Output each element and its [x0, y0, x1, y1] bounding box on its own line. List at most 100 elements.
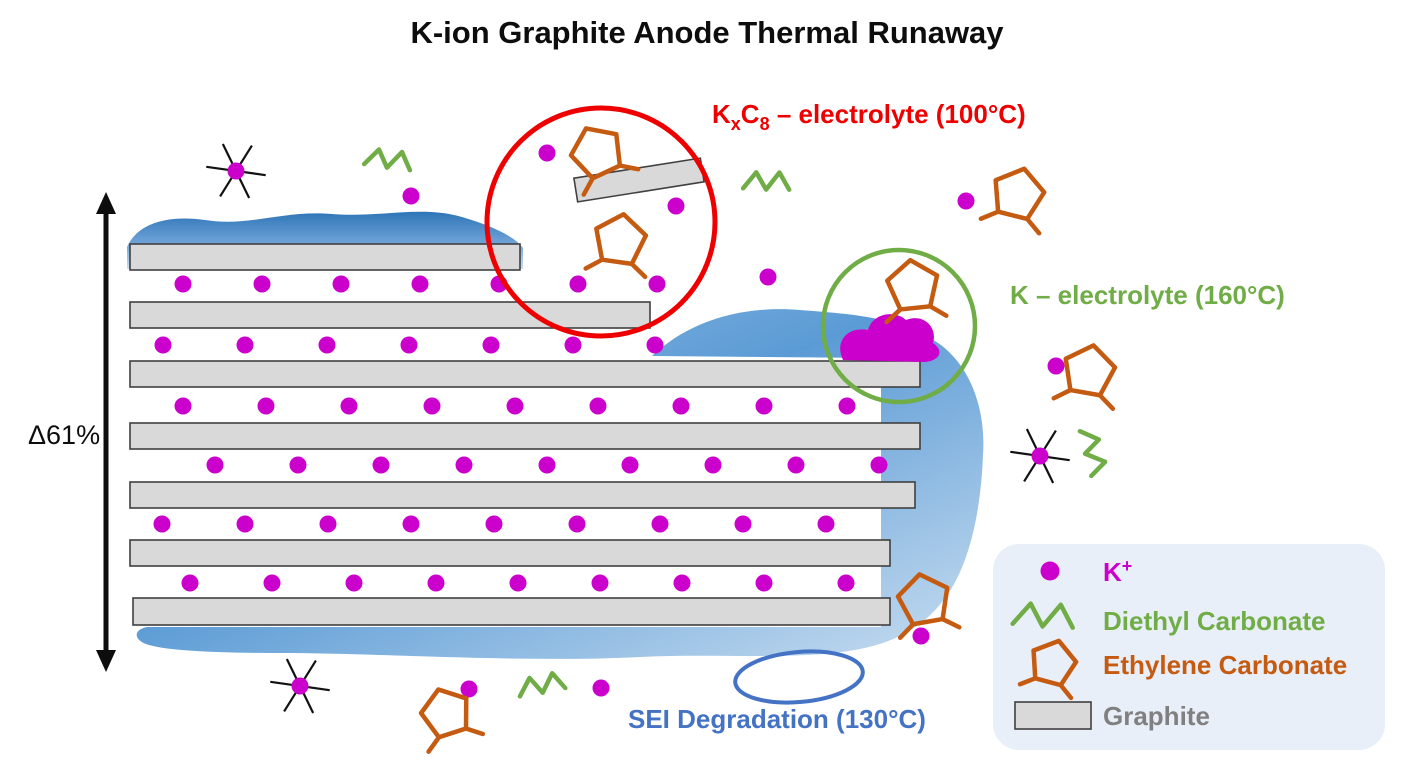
annotation-circle-kxc8 [484, 105, 718, 339]
k-ion-dot [427, 574, 445, 592]
ethylene-carbonate-icon [1017, 638, 1079, 701]
k-ion-dot [206, 456, 224, 474]
k-ion-dot [289, 456, 307, 474]
k-ion-dot [651, 515, 669, 533]
k-ion-dot [1047, 357, 1065, 375]
k-ion-dot [870, 456, 888, 474]
graphite-layer [129, 301, 651, 329]
expansion-label: Δ61% [28, 420, 100, 450]
ethylene-carbonate-icon [418, 687, 486, 754]
ethylene-carbonate-icon [884, 257, 949, 325]
graphite-layer [129, 481, 916, 509]
diethyl-carbonate-icon [361, 147, 413, 173]
k-ion-dot [667, 197, 685, 215]
k-ion-dot [319, 515, 337, 533]
k-ion-dot [838, 397, 856, 415]
sei-degradation-label: SEI Degradation (130°C) [628, 704, 926, 734]
k-ion-dot [1031, 447, 1049, 465]
k-ion-dot [236, 336, 254, 354]
expansion-arrowhead-bottom [96, 650, 116, 672]
k-ion-dot [236, 515, 254, 533]
k-ion-dot [672, 397, 690, 415]
k-ion-dot [568, 515, 586, 533]
k-ion-dot [402, 187, 420, 205]
legend: K+ Diethyl Carbonate Ethylene Carbonate … [993, 544, 1385, 750]
ethylene-carbonate-icon [583, 212, 649, 280]
k-ion-dot [318, 336, 336, 354]
k-ion-dot [455, 456, 473, 474]
k-ion-dots [153, 144, 1065, 698]
k-ion-dot [538, 456, 556, 474]
expansion-arrow [96, 192, 116, 672]
legend-k-ion-icon [1040, 561, 1060, 581]
k-ion-dot [257, 397, 275, 415]
k-ion-dot [564, 336, 582, 354]
k-ion-dot [589, 397, 607, 415]
k-ion-dot [734, 515, 752, 533]
k-ion-dot [817, 515, 835, 533]
k-ion-dot [755, 574, 773, 592]
k-ion-dot [460, 680, 478, 698]
k-ion-dot [648, 275, 666, 293]
k-ion-dot [485, 515, 503, 533]
kxc8-label: KxC8 – electrolyte (100°C) [712, 99, 1026, 134]
k-ion-dot [372, 456, 390, 474]
legend-dec-label: Diethyl Carbonate [1103, 606, 1326, 636]
k-ion-dot [400, 336, 418, 354]
ethylene-carbonate-icon [568, 126, 641, 197]
legend-k-ion-label: K+ [1103, 556, 1132, 587]
graphite-layer [129, 243, 521, 271]
k-ion-dot [253, 275, 271, 293]
k-ion-dot [345, 574, 363, 592]
diethyl-carbonate-icon [517, 671, 568, 699]
legend-icons [1010, 561, 1092, 730]
k-ion-dot [912, 627, 930, 645]
k-ion-dot [837, 574, 855, 592]
k-metal-deposit [840, 314, 940, 362]
k-ion-dot [621, 456, 639, 474]
k-ion-dot [291, 677, 309, 695]
solvated-k-ion [270, 658, 330, 714]
k-ion-dot [227, 162, 245, 180]
solvated-k-ion [1010, 428, 1070, 484]
k-ion-dot [569, 275, 587, 293]
annotation-ellipse-sei [733, 649, 865, 705]
k-ion-dot [174, 275, 192, 293]
dec-molecules [361, 147, 1108, 699]
solvated-k-ion [206, 143, 266, 199]
k-ion-dot [538, 144, 556, 162]
ethylene-carbonate-icon [978, 166, 1047, 236]
expansion-arrowhead-top [96, 192, 116, 214]
k-ion-dot [591, 574, 609, 592]
legend-graphite-icon [1014, 701, 1092, 730]
k-ion-dot [423, 397, 441, 415]
graphite-layer [129, 422, 921, 450]
k-ion-dot [509, 574, 527, 592]
solvated-k-ions [206, 143, 1070, 714]
legend-box [993, 544, 1385, 750]
graphite-layer [129, 360, 921, 388]
ethylene-carbonate-icon [1051, 343, 1118, 411]
k-ion-dot [755, 397, 773, 415]
diethyl-carbonate-icon [1010, 601, 1075, 630]
graphite-stack [129, 157, 921, 626]
k-ion-dot [332, 275, 350, 293]
k-ion-dot [704, 456, 722, 474]
ethylene-carbonate-icon [895, 572, 962, 640]
k-ion-dot [402, 515, 420, 533]
k-ion-dot [411, 275, 429, 293]
diagram-title: K-ion Graphite Anode Thermal Runaway [410, 15, 1004, 50]
graphite-layer [132, 597, 891, 626]
diethyl-carbonate-icon [740, 170, 792, 192]
diethyl-carbonate-icon [1077, 428, 1108, 479]
annotation-circle-k-electrolyte [820, 247, 978, 405]
k-ion-dot [153, 515, 171, 533]
k-electrolyte-label: K – electrolyte (160°C) [1010, 280, 1285, 310]
k-ion-dot [646, 336, 664, 354]
legend-ec-label: Ethylene Carbonate [1103, 650, 1347, 680]
k-ion-dot [759, 268, 777, 286]
k-ion-dot [340, 397, 358, 415]
ec-molecules [418, 126, 1118, 754]
